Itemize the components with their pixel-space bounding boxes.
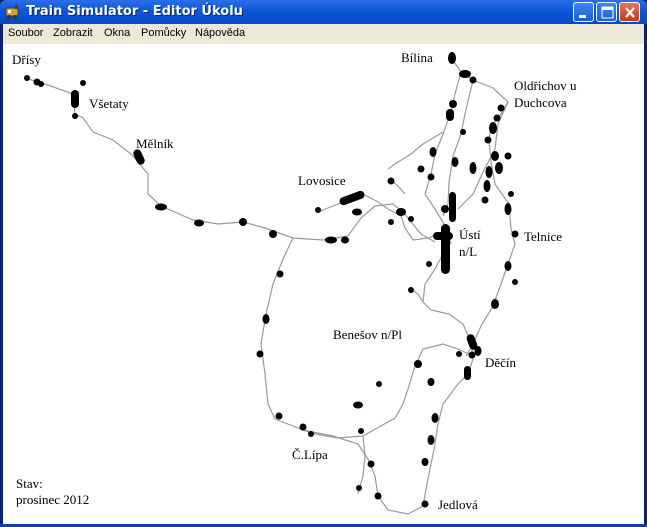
window-bottom-border	[0, 524, 647, 527]
track-western-loop	[260, 237, 416, 439]
station-label-lovosice: Lovosice	[298, 173, 346, 188]
track-lovosice-usti	[317, 193, 444, 241]
menu-zobrazit[interactable]: Zobrazit	[53, 27, 93, 39]
menu-pomucky[interactable]: Pomůcky	[141, 27, 187, 39]
track-oldrichov-link	[457, 101, 509, 210]
track-short-spur	[387, 131, 444, 170]
track-teplice-branch	[442, 79, 474, 217]
status-value: prosinec 2012	[16, 492, 90, 507]
station-label-usti-line2: n/L	[459, 244, 478, 259]
maximize-icon	[601, 6, 614, 19]
station-markers	[24, 52, 519, 508]
station-label-telnice: Telnice	[524, 229, 563, 244]
maximize-button[interactable]	[596, 2, 617, 22]
track-benesov-decin	[414, 343, 474, 367]
window-title: Train Simulator - Editor Úkolu	[26, 4, 243, 19]
track-melnik-line	[24, 77, 436, 243]
station-label-usti-line1: Ústí	[459, 227, 481, 242]
railway-map[interactable]: Dřísy Všetaty Mělník Bílina Oldřichov u …	[3, 44, 644, 524]
title-bar[interactable]: Train Simulator - Editor Úkolu	[0, 0, 647, 24]
track-lines	[24, 55, 516, 515]
status-label: Stav:	[16, 476, 43, 491]
menu-bar: Soubor Zobrazit Okna Pomůcky Nápověda	[3, 24, 644, 44]
station-label-oldrichov-line2: Duchcova	[514, 95, 567, 110]
station-label-bilina: Bílina	[401, 50, 433, 65]
minimize-button[interactable]	[573, 2, 594, 22]
station-label-oldrichov-line1: Oldřichov u	[514, 78, 577, 93]
station-label-ceska-lipa: Č.Lípa	[292, 447, 328, 462]
train-app-icon	[5, 5, 19, 19]
station-label-benesov: Benešov n/Pl	[333, 327, 402, 342]
minimize-icon	[579, 15, 586, 18]
station-label-vsetaty: Všetaty	[89, 96, 129, 111]
track-network	[24, 52, 519, 515]
menu-soubor[interactable]: Soubor	[8, 27, 44, 39]
station-label-decin: Děčín	[485, 355, 517, 370]
station-label-drisy: Dřísy	[12, 52, 41, 67]
station-label-jedlova: Jedlová	[438, 497, 478, 512]
track-lipa-south	[357, 435, 366, 495]
station-label-melnik: Mělník	[136, 136, 174, 151]
menu-napoveda[interactable]: Nápověda	[195, 27, 246, 39]
close-button[interactable]	[619, 2, 640, 22]
menu-okna[interactable]: Okna	[104, 27, 131, 39]
close-icon	[625, 7, 635, 18]
